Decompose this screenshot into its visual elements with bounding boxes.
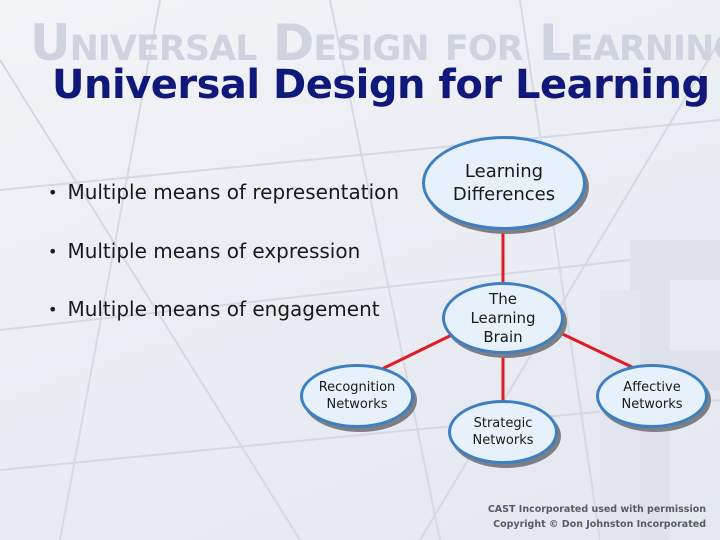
credit-line-1: CAST Incorporated used with permission: [487, 504, 706, 515]
page-title: Universal Design for Learning: [52, 62, 710, 108]
node-label: The Learning Brain: [470, 289, 536, 346]
node-label: Learning Differences: [452, 161, 556, 205]
bullet-text: Multiple means of expression: [67, 239, 361, 263]
node-learning-differences: Learning Differences: [422, 136, 586, 230]
connector-brain-recognition: [382, 328, 464, 370]
bullet-icon: •: [48, 300, 58, 319]
node-label: Strategic Networks: [472, 416, 534, 448]
credit-text: CAST Incorporated used with permission C…: [488, 502, 706, 532]
connector-brain-affective: [552, 328, 636, 370]
bullet-icon: •: [48, 183, 58, 202]
credit-line-2: Copyright © Don Johnston Incorporated: [493, 519, 706, 530]
node-strategic-networks: Strategic Networks: [448, 400, 558, 464]
bullet-text: Multiple means of representation: [67, 180, 400, 204]
bullet-expression: • Multiple means of expression: [48, 239, 360, 263]
node-label: Affective Networks: [621, 380, 683, 412]
bullet-icon: •: [48, 242, 58, 261]
node-affective-networks: Affective Networks: [596, 364, 708, 428]
bullet-text: Multiple means of engagement: [67, 297, 380, 321]
bullet-engagement: • Multiple means of engagement: [48, 297, 380, 321]
bullet-representation: • Multiple means of representation: [48, 180, 399, 204]
node-label: Recognition Networks: [318, 380, 396, 412]
title-watermark: Universal Design for Learning: [30, 14, 720, 72]
node-learning-brain: The Learning Brain: [442, 282, 564, 354]
node-recognition-networks: Recognition Networks: [300, 364, 414, 428]
